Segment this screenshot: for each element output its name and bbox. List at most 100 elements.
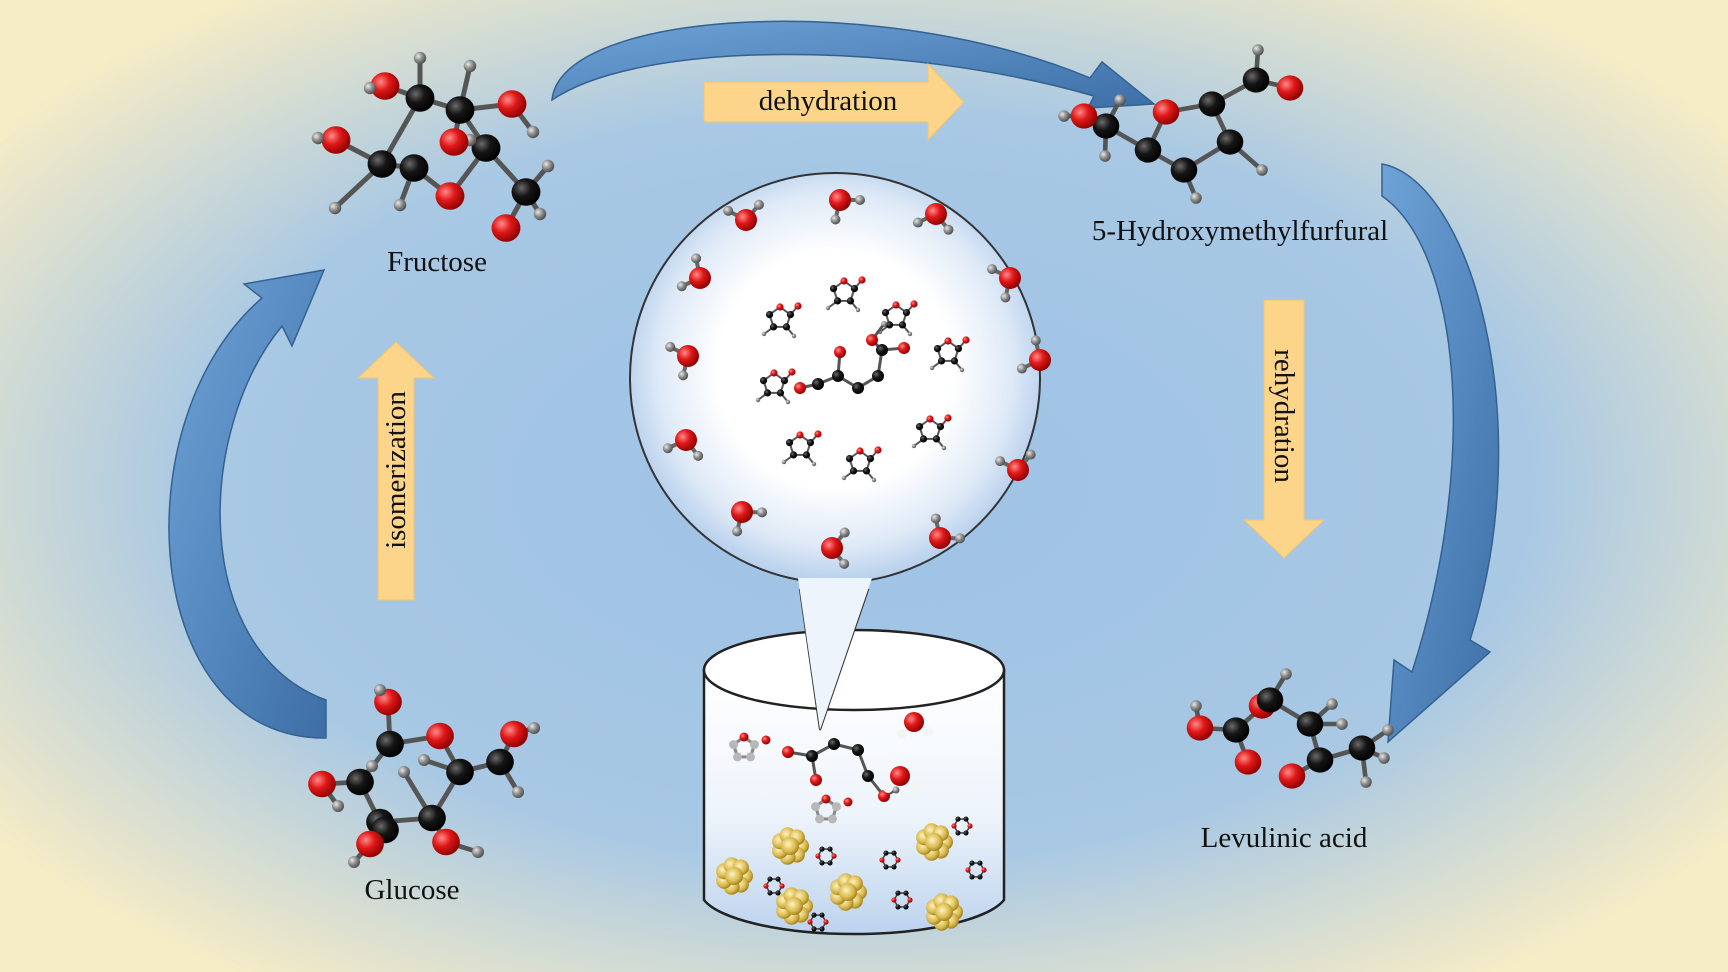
small-molecule-icon: [856, 447, 864, 455]
small-molecule-icon: [833, 297, 842, 305]
vessel-contents: [716, 712, 987, 932]
atom: [1092, 113, 1120, 139]
water-molecule-icon: [929, 527, 951, 549]
atom: [463, 59, 477, 73]
atom: [363, 81, 377, 95]
small-molecule-icon: [936, 423, 945, 431]
water-molecule-icon: [731, 501, 753, 523]
small-molecule-icon: [885, 321, 894, 329]
atom: [398, 766, 410, 778]
water-molecule-icon: [999, 267, 1021, 289]
molecule-icon: [876, 344, 888, 356]
small-molecule-icon: [829, 285, 838, 293]
molecule-icon: [812, 378, 824, 390]
small-molecule-icon: [879, 857, 885, 863]
water-molecule-icon: [665, 341, 676, 352]
small-molecule-icon: [767, 890, 773, 896]
atom: [1198, 91, 1226, 117]
fructose-molecule-icon: [311, 51, 555, 242]
atom: [370, 72, 400, 100]
atom: [367, 150, 397, 178]
water-molecule-icon: [943, 224, 954, 235]
small-molecule-icon: [937, 357, 946, 365]
small-molecule-icon: [907, 331, 913, 337]
atom: [533, 207, 547, 221]
small-molecule-icon: [977, 860, 983, 866]
glucose-label: Glucose: [364, 874, 459, 906]
atom: [1280, 668, 1292, 680]
small-molecule-icon: [891, 897, 897, 903]
small-molecule-icon: [786, 311, 795, 319]
small-molecule-icon: [788, 368, 796, 376]
water-molecule-icon: [1000, 292, 1011, 303]
small-molecule-icon: [855, 307, 861, 313]
small-molecule-icon: [819, 846, 825, 852]
small-molecule-icon: [950, 357, 959, 365]
small-molecule-icon: [903, 904, 909, 910]
atom: [432, 828, 460, 856]
small-molecule-icon: [951, 823, 957, 829]
atom: [511, 178, 541, 206]
small-molecule-icon: [932, 435, 941, 443]
small-molecule-icon: [858, 276, 866, 284]
small-molecule-icon: [841, 475, 847, 481]
small-molecule-icon: [915, 423, 924, 431]
atom: [497, 90, 527, 118]
cycle-arrow-icon: [168, 269, 327, 739]
hmf-molecule-icon: [1058, 44, 1304, 204]
atom: [366, 760, 378, 772]
atom: [311, 131, 325, 145]
small-molecule-icon: [811, 912, 817, 918]
molecule-icon: [866, 334, 878, 346]
small-molecule-icon: [891, 864, 897, 870]
small-molecule-icon: [941, 445, 947, 451]
small-molecule-icon: [969, 860, 975, 866]
atom: [374, 684, 386, 696]
small-molecule-icon: [955, 830, 961, 836]
small-molecule-icon: [962, 336, 970, 344]
atom: [328, 201, 342, 215]
water-molecule-icon: [678, 370, 689, 381]
atom: [1326, 698, 1338, 710]
atom: [1152, 99, 1180, 125]
small-molecule-icon: [749, 740, 759, 750]
small-molecule-icon: [891, 850, 897, 856]
small-molecule-icon: [954, 345, 963, 353]
small-molecule-icon: [883, 864, 889, 870]
small-molecule-icon: [769, 323, 778, 331]
levulinic-acid-molecule-icon: [1186, 668, 1394, 789]
water-molecule-icon: [909, 781, 919, 791]
small-molecule-icon: [903, 890, 909, 896]
atom: [1276, 75, 1304, 101]
atom: [1134, 137, 1162, 163]
atom: [1190, 700, 1202, 712]
atom: [1306, 747, 1334, 773]
water-molecule-icon: [677, 345, 699, 367]
water-molecule-icon: [839, 527, 850, 538]
small-molecule-icon: [881, 309, 890, 317]
small-molecule-icon: [825, 305, 831, 311]
small-molecule-icon: [755, 397, 761, 403]
water-molecule-icon: [897, 729, 907, 739]
small-molecule-icon: [874, 446, 882, 454]
small-molecule-icon: [745, 752, 755, 762]
small-molecule-icon: [849, 467, 858, 475]
molecule-icon: [782, 746, 794, 758]
small-molecule-icon: [827, 860, 833, 866]
water-molecule-icon: [1025, 449, 1036, 460]
atom: [1170, 157, 1198, 183]
small-molecule-icon: [898, 321, 907, 329]
atom: [1216, 129, 1244, 155]
atom: [512, 786, 524, 798]
small-molecule-icon: [819, 926, 825, 932]
small-molecule-icon: [871, 477, 877, 483]
water-molecule-icon: [904, 712, 924, 732]
small-molecule-icon: [967, 823, 973, 829]
catalyst-cluster-icon: [781, 837, 799, 855]
small-molecule-icon: [785, 399, 791, 405]
atom: [1099, 150, 1111, 162]
small-molecule-icon: [929, 365, 935, 371]
water-molecule-icon: [756, 507, 767, 518]
small-molecule-icon: [814, 430, 822, 438]
atom: [446, 758, 474, 786]
